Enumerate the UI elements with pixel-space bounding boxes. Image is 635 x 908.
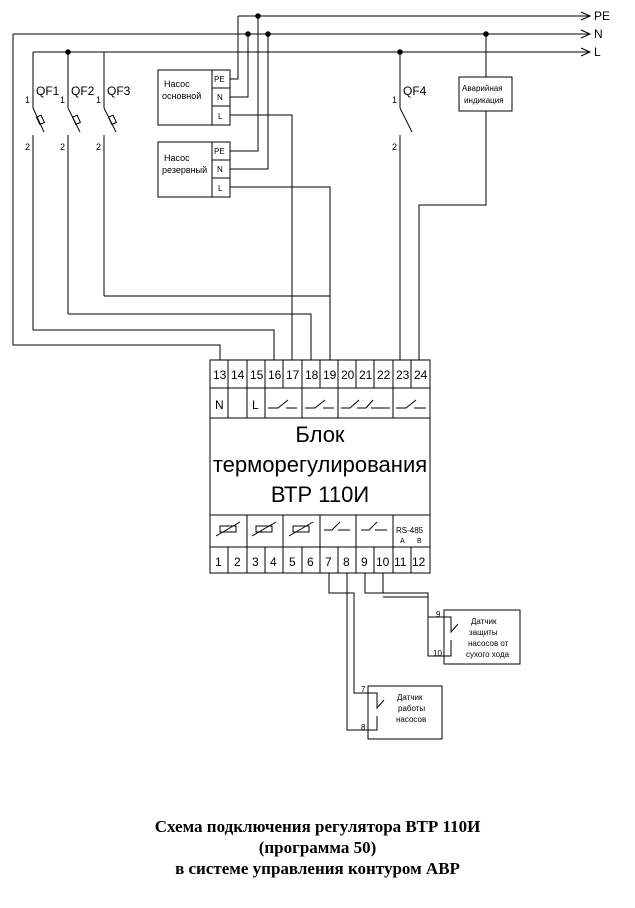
rs485-a: A [400,538,405,545]
breaker-qf4-label: QF4 [403,84,427,98]
svg-text:1: 1 [25,95,30,105]
caption-line-2: (программа 50) [258,838,377,857]
svg-text:индикация: индикация [464,96,504,105]
breaker-qf3-label: QF3 [107,84,131,98]
svg-text:PE: PE [214,147,225,156]
terminal-22: 22 [377,368,391,382]
bus-label-l: L [594,45,601,59]
terminal-16: 16 [268,368,282,382]
svg-text:N: N [217,165,223,174]
breaker-qf3: 1 2 QF3 [96,52,131,296]
svg-text:Насос: Насос [164,153,190,163]
relay-contact-icons [268,399,426,409]
caption-line-3: в системе управления контуром АВР [175,859,460,878]
svg-text:N: N [217,93,223,102]
terminal-21: 21 [359,368,373,382]
svg-text:защиты: защиты [469,628,498,637]
svg-text:основной: основной [162,91,201,101]
terminal-1: 1 [215,555,222,569]
terminal-23: 23 [396,368,410,382]
terminal-6: 6 [307,555,314,569]
terminal-19: 19 [323,368,337,382]
bus-lines: PE N L [13,9,610,59]
rs485-label: RS-485 [396,526,424,535]
sensor-dry-run: 9 10 Датчик защиты насосов от сухого ход… [433,609,521,665]
svg-text:9: 9 [436,610,441,619]
input-contact-icons [324,521,387,531]
svg-text:насосов от: насосов от [468,639,509,648]
svg-text:2: 2 [392,142,397,152]
terminal-12: 12 [412,555,426,569]
svg-text:резервный: резервный [162,165,207,175]
pump-main: Насос основной PE N L [157,69,231,126]
sensor-pump-work: 7 8 Датчик работы насосов [361,685,443,740]
svg-text:1: 1 [96,95,101,105]
terminal-3: 3 [252,555,259,569]
rs485-b: B [417,538,422,545]
svg-text:Насос: Насос [164,79,190,89]
svg-text:8: 8 [361,723,366,732]
terminal-20: 20 [341,368,355,382]
svg-text:2: 2 [60,142,65,152]
func-l: L [252,398,259,412]
terminal-4: 4 [270,555,277,569]
svg-text:7: 7 [361,685,366,694]
terminal-8: 8 [343,555,350,569]
svg-text:Датчик: Датчик [397,693,423,702]
bottom-terminal-dividers [227,515,412,573]
top-terminal-dividers [227,360,412,418]
svg-text:2: 2 [25,142,30,152]
controller-block: 13 14 15 16 17 18 19 20 21 22 23 24 N L … [209,359,431,574]
block-title-1: Блок [295,422,345,447]
alarm-indication: Аварийная индикация [418,34,513,360]
svg-text:L: L [218,184,223,193]
svg-text:10: 10 [433,649,442,658]
svg-text:работы: работы [398,704,425,713]
terminal-14: 14 [231,368,245,382]
block-title-3: ВТР 110И [271,482,369,507]
top-terminal-labels: 13 14 15 16 17 18 19 20 21 22 23 24 [213,368,428,382]
bus-label-pe: PE [594,9,610,23]
thermistor-icons [215,521,314,537]
pump-reserve: Насос резервный PE N L [157,141,231,198]
caption-line-1: Схема подключения регулятора ВТР 110И [154,817,481,836]
terminal-11: 11 [394,555,407,569]
breaker-qf2: 1 2 QF2 [60,52,95,314]
breaker-qf1-label: QF1 [36,84,60,98]
svg-text:Аварийная: Аварийная [462,84,503,93]
terminal-2: 2 [234,555,241,569]
breaker-qf2-label: QF2 [71,84,95,98]
terminal-9: 9 [361,555,368,569]
terminal-24: 24 [414,368,428,382]
svg-text:2: 2 [96,142,101,152]
breaker-qf1: 1 2 QF1 [25,52,60,330]
terminal-13: 13 [213,368,227,382]
svg-text:сухого хода: сухого хода [466,650,510,659]
svg-text:PE: PE [214,75,225,84]
svg-text:1: 1 [392,95,397,105]
svg-text:Датчик: Датчик [471,617,497,626]
pump-wires [230,16,331,360]
bus-label-n: N [594,27,603,41]
svg-text:насосов: насосов [396,715,426,724]
bottom-terminal-labels: 1 2 3 4 5 6 7 8 9 10 11 12 [215,555,426,569]
terminal-15: 15 [250,368,264,382]
sensor-wires [328,573,444,731]
terminal-7: 7 [325,555,332,569]
diagram-caption: Схема подключения регулятора ВТР 110И (п… [0,816,635,879]
block-title-2: терморегулирования [213,452,427,477]
terminal-10: 10 [376,555,390,569]
terminal-18: 18 [305,368,319,382]
func-n: N [215,398,224,412]
terminal-17: 17 [286,368,300,382]
breaker-qf4: 1 2 QF4 [392,52,427,360]
breaker-wires [12,34,330,360]
svg-text:L: L [218,112,223,121]
svg-text:1: 1 [60,95,65,105]
terminal-5: 5 [289,555,296,569]
